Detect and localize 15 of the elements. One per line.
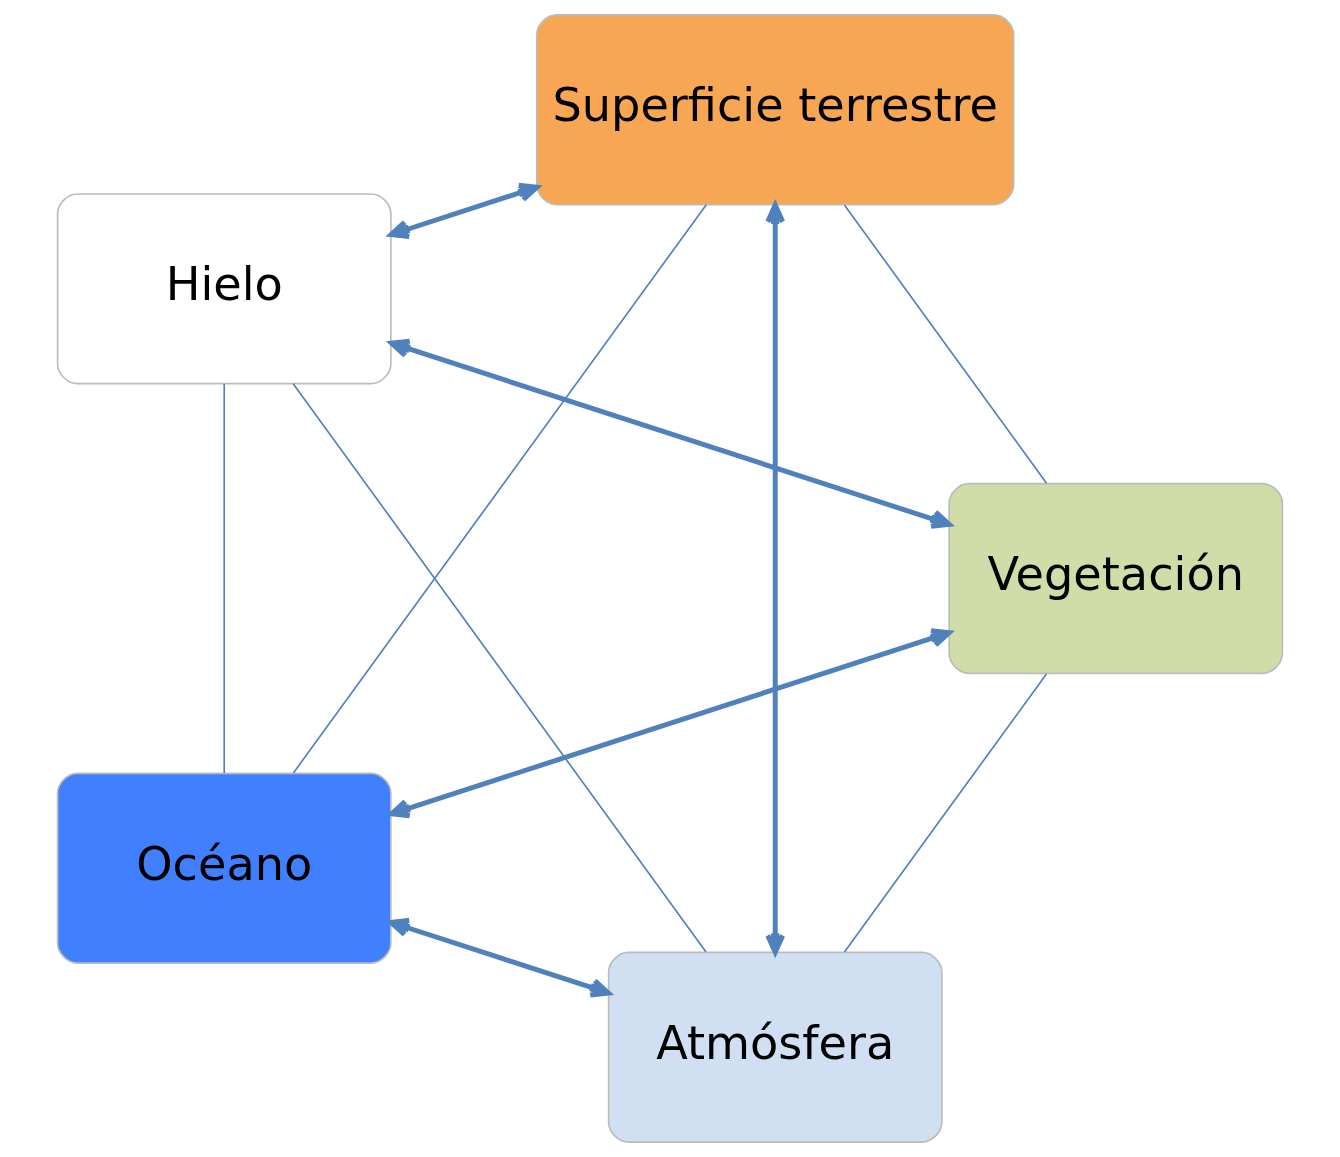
arrow (765, 202, 786, 955)
connector (223, 383, 226, 774)
node-box: Hielo (56, 193, 392, 385)
connector (292, 203, 708, 774)
node-box: Superficie terrestre (536, 14, 1015, 206)
node-box: Vegetación (948, 482, 1284, 675)
connector (292, 382, 707, 953)
arrow (389, 628, 952, 819)
arrow (388, 917, 611, 998)
arrow (388, 182, 540, 240)
node-box: Atmósfera (607, 951, 943, 1143)
connector (843, 204, 1048, 485)
arrow (389, 338, 952, 529)
connector (843, 673, 1048, 953)
node-box: Océano (56, 772, 392, 964)
